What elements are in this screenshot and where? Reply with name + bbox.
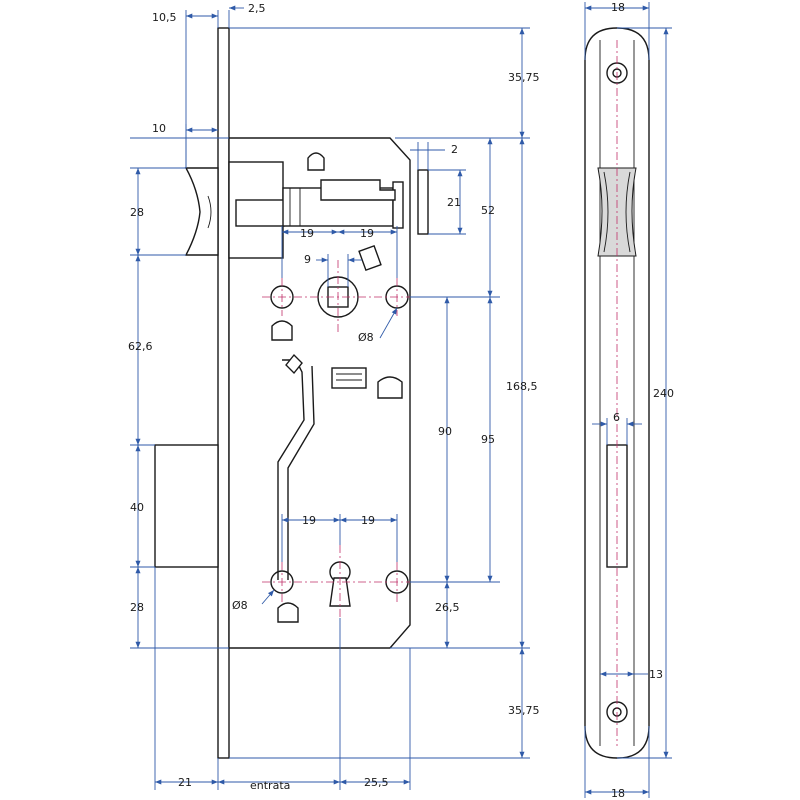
dim-plate-width-bottom: 18 — [611, 787, 625, 800]
dim-plate-width-top: 18 — [611, 1, 625, 14]
dimension-labels: 10,5 2,5 35,75 10 2 28 21 52 19 19 9 Ø8 … — [128, 1, 674, 800]
dim-key-spacing-b: 19 — [361, 514, 375, 527]
dim-key-offset: 26,5 — [435, 601, 460, 614]
dim-bolt-height: 21 — [447, 196, 461, 209]
dim-top-backset: 10,5 — [152, 11, 177, 24]
latch-bolt — [184, 167, 219, 256]
dim-top-offset: 35,75 — [508, 71, 540, 84]
dim-hole-spacing: 90 — [438, 425, 452, 438]
dim-spacing-b: 19 — [360, 227, 374, 240]
dim-slot-offset: 13 — [649, 668, 663, 681]
dim-hole-upper: Ø8 — [358, 331, 374, 344]
dim-bottom-height: 28 — [130, 601, 144, 614]
front-dimensions — [130, 5, 530, 790]
dim-entry-label: entrata — [250, 779, 290, 792]
dim-latch-to-lock: 62,6 — [128, 340, 153, 353]
dim-spacing-a: 19 — [300, 227, 314, 240]
dim-plate-length: 240 — [653, 387, 674, 400]
dim-upper-span: 52 — [481, 204, 495, 217]
dim-case-height: 168,5 — [506, 380, 538, 393]
faceplate-strip — [217, 27, 230, 759]
lock-bolt — [154, 444, 219, 568]
dim-key-spacing-a: 19 — [302, 514, 316, 527]
dim-bolt-gap: 2 — [451, 143, 458, 156]
faceplate-side-view — [584, 27, 650, 759]
dim-latch-protrusion: 10 — [152, 122, 166, 135]
front-centerlines — [262, 260, 420, 618]
dim-follower-span: 95 — [481, 433, 495, 446]
lock-front-view — [154, 27, 429, 759]
deadbolt-block — [417, 169, 429, 235]
dim-hole-lower: Ø8 — [232, 599, 248, 612]
dim-key-center: 25,5 — [364, 776, 389, 789]
side-dimensions — [584, 2, 672, 798]
dim-spindle-square: 9 — [304, 253, 311, 266]
dim-bottom-backset: 21 — [178, 776, 192, 789]
dim-latch-height: 28 — [130, 206, 144, 219]
dim-slot-width: 6 — [613, 411, 620, 424]
dim-faceplate-thickness: 2,5 — [248, 2, 266, 15]
dim-lock-bolt-height: 40 — [130, 501, 144, 514]
dim-bottom-offset: 35,75 — [508, 704, 540, 717]
